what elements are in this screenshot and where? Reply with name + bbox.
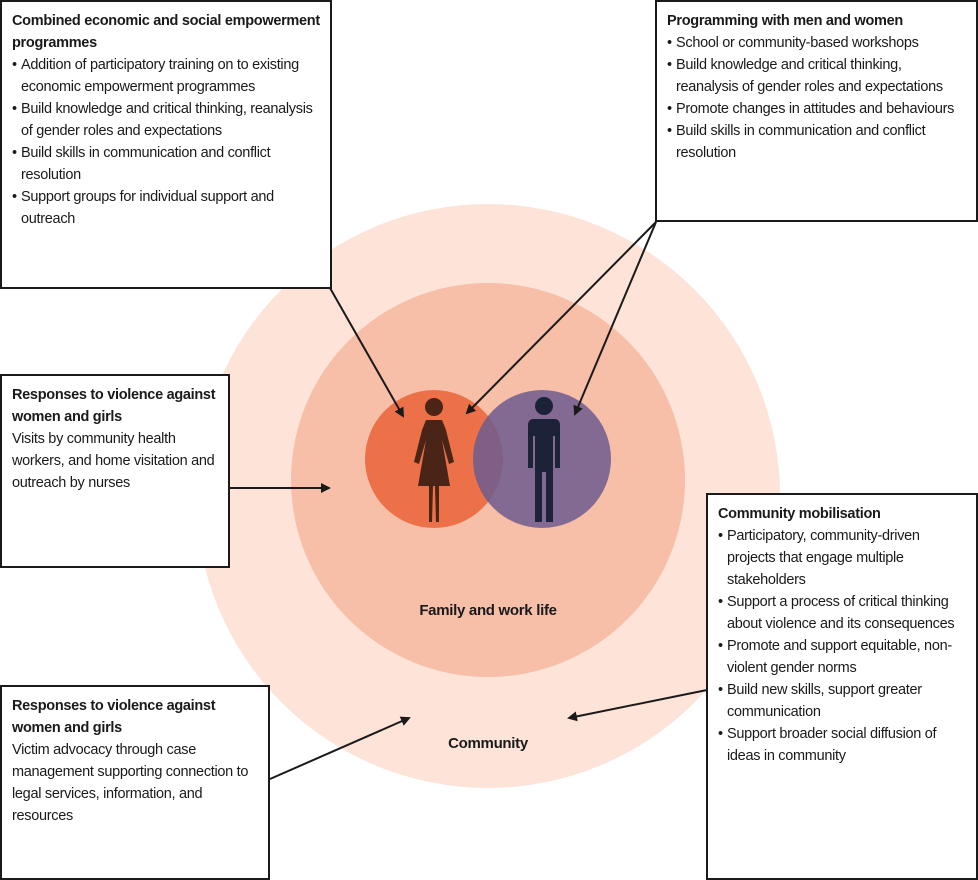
list-item: Promote changes in attitudes and behavio… [667,98,966,120]
economic-empowerment-box: Combined economic and social empowerment… [0,0,332,289]
men-women-programming-box: Programming with men and women School or… [655,0,978,222]
community-mobilisation-title: Community mobilisation [718,506,881,522]
violence-response-community-body: Victim advocacy through case management … [12,742,249,824]
list-item: Build knowledge and critical thinking, r… [12,98,320,142]
violence-response-family-title: Responses to violence against women and … [12,387,216,425]
community-zone-label: Community [448,735,528,752]
list-item: Build skills in communication and confli… [12,142,320,186]
family-zone-label: Family and work life [419,602,557,619]
men-women-programming-list: School or community-based workshops Buil… [667,32,966,164]
list-item: Promote and support equitable, non-viole… [718,635,966,679]
list-item: Support a process of critical thinking a… [718,591,966,635]
man-figure-icon [528,397,560,522]
community-mobilisation-list: Participatory, community-driven projects… [718,525,966,767]
arrow-economic-to-female [329,287,404,418]
list-item: Addition of participatory training on to… [12,54,320,98]
list-item: Build new skills, support greater commun… [718,679,966,723]
list-item: Support broader social diffusion of idea… [718,723,966,767]
economic-empowerment-title: Combined economic and social empowerment… [12,13,320,51]
arrow-advocacy-to-community [269,716,411,780]
list-item: Build skills in communication and confli… [667,120,966,164]
violence-response-community-title: Responses to violence against women and … [12,698,216,736]
list-item: School or community-based workshops [667,32,966,54]
violence-response-family-body: Visits by community health workers, and … [12,431,215,491]
arrow-mobilisation-to-community [567,689,708,722]
men-women-programming-title: Programming with men and women [667,13,903,29]
arrow-men-women-to-female [465,221,657,415]
list-item: Support groups for individual support an… [12,186,320,230]
violence-response-community-box: Responses to violence against women and … [0,685,270,880]
woman-figure-icon [414,398,454,522]
community-mobilisation-box: Community mobilisation Participatory, co… [706,493,978,880]
economic-empowerment-list: Addition of participatory training on to… [12,54,320,230]
list-item: Build knowledge and critical thinking, r… [667,54,966,98]
list-item: Participatory, community-driven projects… [718,525,966,591]
violence-response-family-box: Responses to violence against women and … [0,374,230,568]
arrow-men-women-to-male [573,221,657,416]
